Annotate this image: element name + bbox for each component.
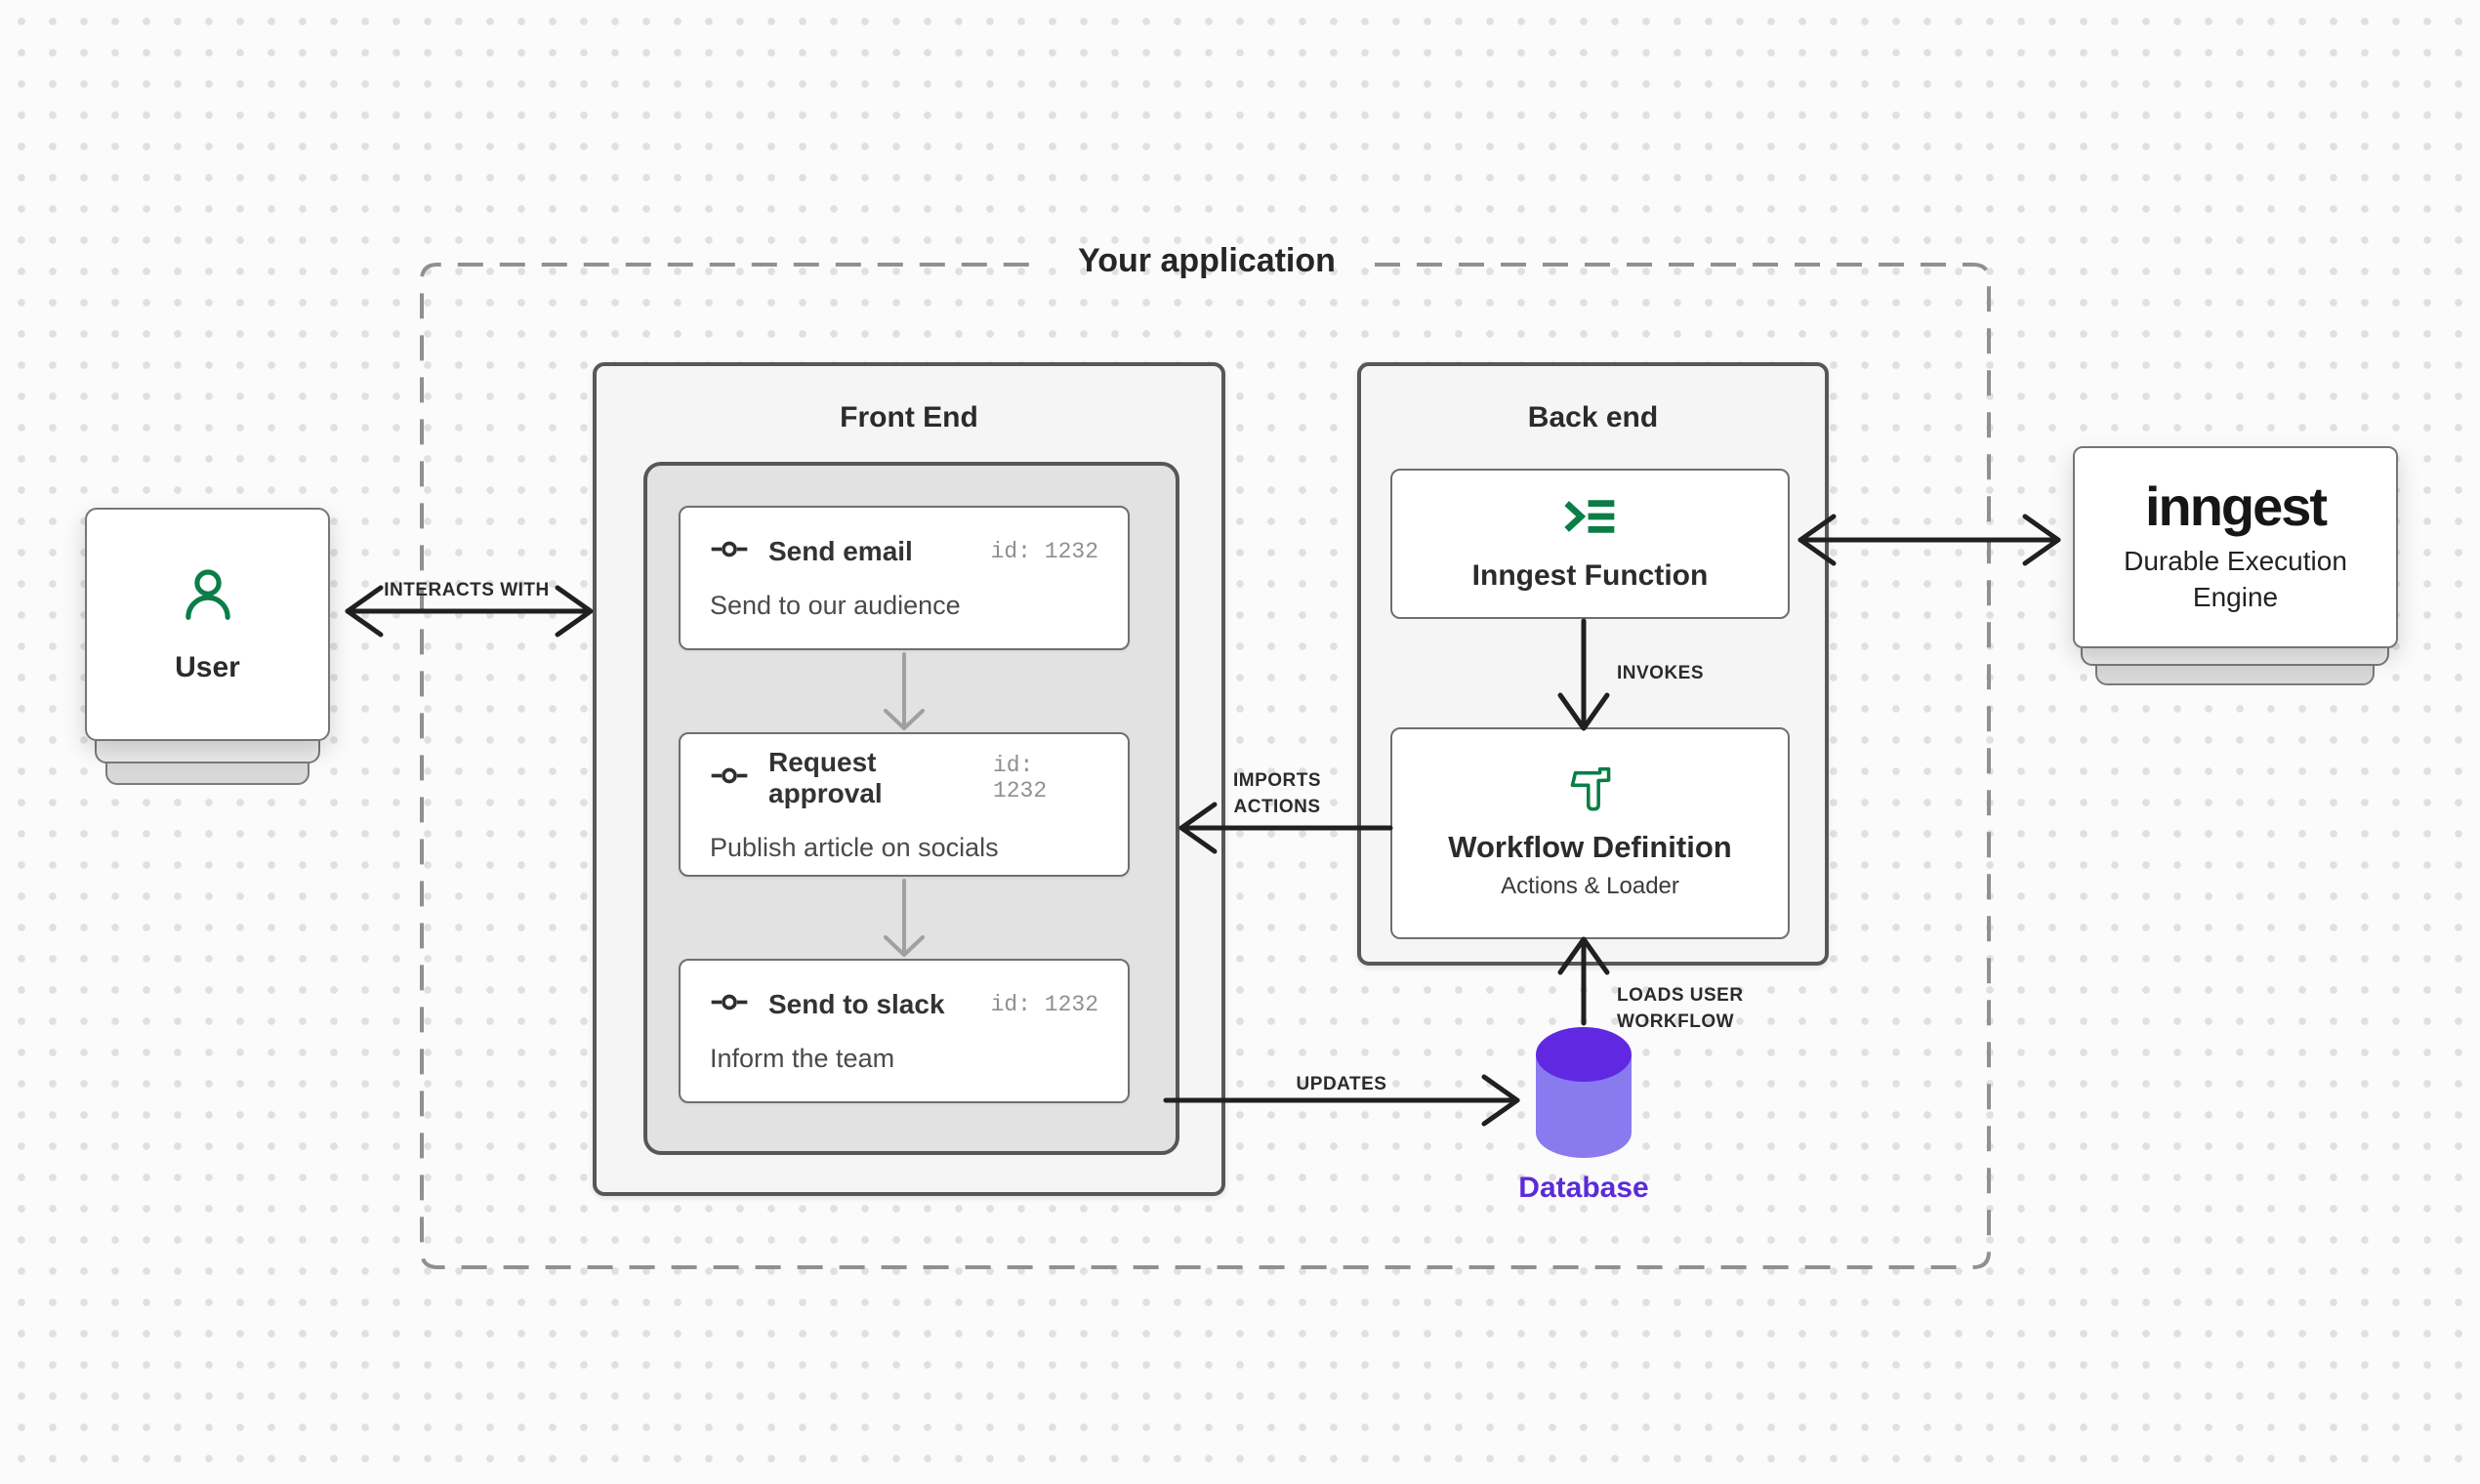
card-title: Send email [768, 535, 913, 566]
interacts-with-label: INTERACTS WITH [384, 580, 550, 600]
hammer-icon [1568, 766, 1613, 816]
database-cylinder-top [1536, 1027, 1632, 1082]
user-label: User [175, 651, 240, 683]
loads-user-workflow-label: LOADS USER WORKFLOW [1617, 982, 1744, 1035]
front-end-box: Front End Send email id: 1232 Send to ou… [593, 362, 1225, 1196]
application-title: Your application [1078, 242, 1336, 279]
invokes-label: INVOKES [1617, 663, 1705, 683]
inngest-node: inngest Durable Execution Engine [2073, 446, 2398, 648]
commit-icon [710, 763, 749, 794]
imports-actions-line2: ACTIONS [1233, 797, 1321, 817]
card-title: Request approval [768, 746, 883, 808]
front-end-title: Front End [840, 401, 978, 433]
inngest-sublabel: Durable Execution Engine [2124, 546, 2347, 612]
inngest-function-card: Inngest Function [1390, 469, 1790, 619]
card-description: Inform the team [710, 1043, 895, 1073]
workflow-card-request-approval: Request approval id: 1232 Publish articl… [679, 732, 1130, 877]
back-end-box: Back end Inngest Function Workflow Defin… [1357, 362, 1829, 966]
loads-user-workflow-line2: WORKFLOW [1617, 1011, 1735, 1032]
card-id: id: 1232 [990, 538, 1098, 564]
card-description: Send to our audience [710, 590, 961, 620]
inngest-function-label: Inngest Function [1471, 558, 1709, 592]
workflow-card-send-email: Send email id: 1232 Send to our audience [679, 506, 1130, 650]
updates-label: UPDATES [1296, 1074, 1387, 1094]
card-title: Send to slack [768, 988, 945, 1019]
imports-actions-label: IMPORTS ACTIONS [1209, 767, 1345, 820]
user-icon [178, 564, 238, 630]
loads-user-workflow-line1: LOADS USER [1617, 985, 1744, 1006]
workflow-definition-card: Workflow Definition Actions & Loader [1390, 727, 1790, 939]
card-id: id: 1232 [990, 991, 1098, 1017]
inngest-logo: inngest [2144, 475, 2328, 538]
workflow-definition-title: Workflow Definition [1448, 830, 1732, 864]
user-node: User [85, 508, 330, 741]
arrow-backend-inngest [1798, 514, 2061, 566]
workflow-definition-subtitle: Actions & Loader [1501, 873, 1679, 899]
commit-icon [710, 989, 749, 1020]
database-label: Database [1518, 1172, 1649, 1204]
imports-actions-line1: IMPORTS [1232, 770, 1322, 791]
card-id: id: 1232 [992, 752, 1048, 804]
workflow-card-send-to-slack: Send to slack id: 1232 Inform the team [679, 959, 1130, 1103]
terminal-list-icon [1563, 496, 1618, 542]
back-end-title: Back end [1527, 401, 1659, 433]
card-description: Publish article on socials [710, 832, 999, 862]
commit-icon [710, 536, 749, 567]
